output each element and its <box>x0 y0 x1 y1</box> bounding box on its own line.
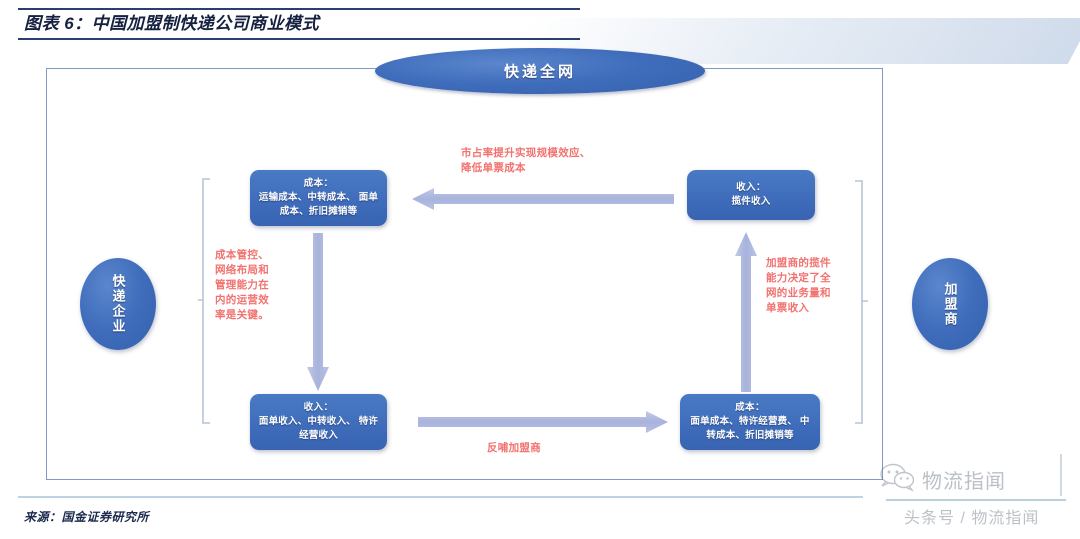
node-express-network-label: 快递全网 <box>503 63 576 81</box>
title-rule-bottom <box>18 38 580 40</box>
watermark-rule <box>886 499 1066 501</box>
watermark-brand-text: 物流指闻 <box>922 471 1006 493</box>
source-note: 来源：国金证券研究所 <box>24 510 150 524</box>
watermark-divider <box>1060 454 1062 496</box>
box-franchisee-revenue-head: 收入： <box>736 182 766 193</box>
box-franchisee-cost-head: 成本： <box>735 402 765 413</box>
arrow-right-upward <box>733 232 759 392</box>
annotation-scale-effect: 市占率提升实现规模效应、 降低单票成本 <box>461 147 591 174</box>
annotation-pickup-capacity: 加盟商的揽件 能力决定了全 网的业务量和 单票收入 <box>766 257 831 314</box>
box-enterprise-cost-head: 成本： <box>303 178 334 189</box>
wechat-icon <box>878 462 918 497</box>
arrow-bottom-rightward <box>418 409 668 435</box>
box-franchisee-revenue-body: 揽件收入 <box>731 196 771 207</box>
title-rule-top <box>18 8 580 10</box>
box-enterprise-revenue-body: 面单收入、中转收入、 特许经营收入 <box>258 416 379 441</box>
arrow-top-leftward <box>412 186 674 212</box>
annotation-feedback-franchisee: 反哺加盟商 <box>487 442 541 454</box>
watermark-subtitle: 头条号 / 物流指闻 <box>904 510 1040 527</box>
node-express-enterprise: 快递企业 <box>80 258 156 350</box>
box-enterprise-cost-body: 运输成本、中转成本、 面单成本、折旧摊销等 <box>258 192 379 217</box>
box-franchisee-cost: 成本： 面单成本、特许经营费、 中转成本、折旧摊销等 <box>680 394 820 450</box>
node-franchisee-label: 加盟商 <box>942 281 958 327</box>
box-franchisee-cost-body: 面单成本、特许经营费、 中转成本、折旧摊销等 <box>690 416 810 441</box>
page-title: 图表 6：中国加盟制快递公司商业模式 <box>24 14 320 33</box>
box-enterprise-revenue: 收入： 面单收入、中转收入、 特许经营收入 <box>250 394 387 450</box>
watermark: 物流指闻 头条号 / 物流指闻 <box>878 454 1074 532</box>
node-express-network: 快递全网 <box>375 48 705 94</box>
arrow-left-downward <box>305 233 331 391</box>
node-express-enterprise-label: 快递企业 <box>110 274 126 334</box>
bracket-left <box>198 178 214 429</box>
box-enterprise-revenue-head: 收入： <box>303 402 334 413</box>
node-franchisee: 加盟商 <box>912 258 988 350</box>
bracket-right <box>852 180 868 429</box>
box-enterprise-cost: 成本： 运输成本、中转成本、 面单成本、折旧摊销等 <box>250 170 387 226</box>
watermark-brand-row: 物流指闻 <box>878 462 1074 497</box>
annotation-operating-efficiency: 成本管控、 网络布局和 管理能力在 内的运营效 率是关键。 <box>215 249 269 321</box>
footer-rule <box>18 496 863 498</box>
box-franchisee-revenue: 收入： 揽件收入 <box>687 170 815 220</box>
